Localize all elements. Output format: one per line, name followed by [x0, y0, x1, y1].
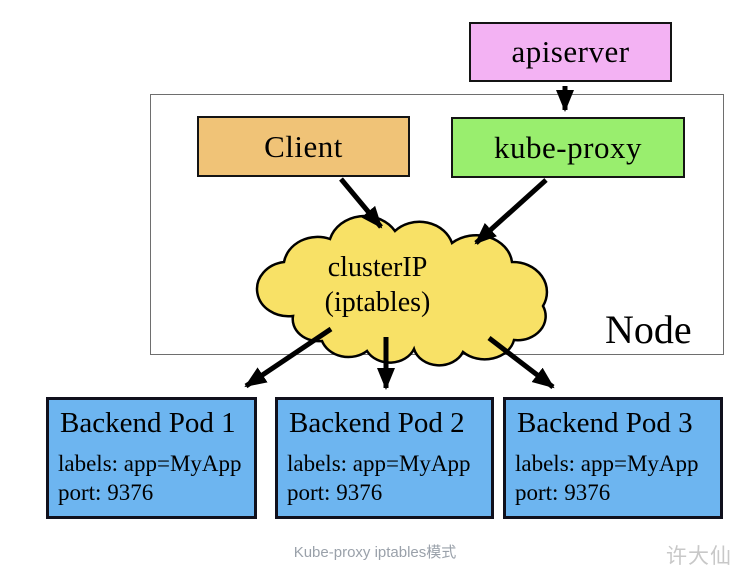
client-box: Client [197, 116, 410, 177]
cluster-ip-cloud-label: clusterIP (iptables) [295, 250, 460, 320]
pod-port: port: 9376 [58, 480, 154, 505]
arrow-clusterip-to-pod3 [487, 336, 555, 389]
pod-port: port: 9376 [287, 480, 383, 505]
pod-labels: labels: app=MyApp [287, 451, 471, 476]
kube-proxy-label: kube-proxy [494, 129, 642, 165]
pod-port: port: 9376 [515, 480, 611, 505]
arrow-clusterip-to-pod1 [244, 326, 333, 389]
pod-labels: labels: app=MyApp [515, 451, 699, 476]
pod-title: Backend Pod 1 [60, 407, 236, 439]
pod-labels: labels: app=MyApp [58, 451, 242, 476]
pod-title: Backend Pod 3 [517, 407, 693, 439]
kube-proxy-box: kube-proxy [451, 117, 685, 178]
apiserver-box: apiserver [469, 22, 672, 82]
cluster-ip-line1: clusterIP [327, 252, 428, 283]
cluster-ip-line2: (iptables) [324, 287, 431, 318]
backend-pod-2-box: Backend Pod 2 labels: app=MyApp port: 93… [275, 397, 494, 519]
apiserver-label: apiserver [511, 34, 630, 69]
client-label: Client [264, 128, 343, 164]
node-label: Node [605, 307, 692, 352]
image-caption: Kube-proxy iptables模式 [293, 544, 457, 561]
pod-title: Backend Pod 2 [289, 407, 465, 439]
backend-pod-3-box: Backend Pod 3 labels: app=MyApp port: 93… [503, 397, 723, 519]
author-watermark: 许大仙 [666, 544, 732, 568]
arrow-kubeproxy-to-clusterip [474, 178, 548, 245]
arrow-client-to-clusterip [339, 177, 383, 229]
backend-pod-1-box: Backend Pod 1 labels: app=MyApp port: 93… [46, 397, 257, 519]
